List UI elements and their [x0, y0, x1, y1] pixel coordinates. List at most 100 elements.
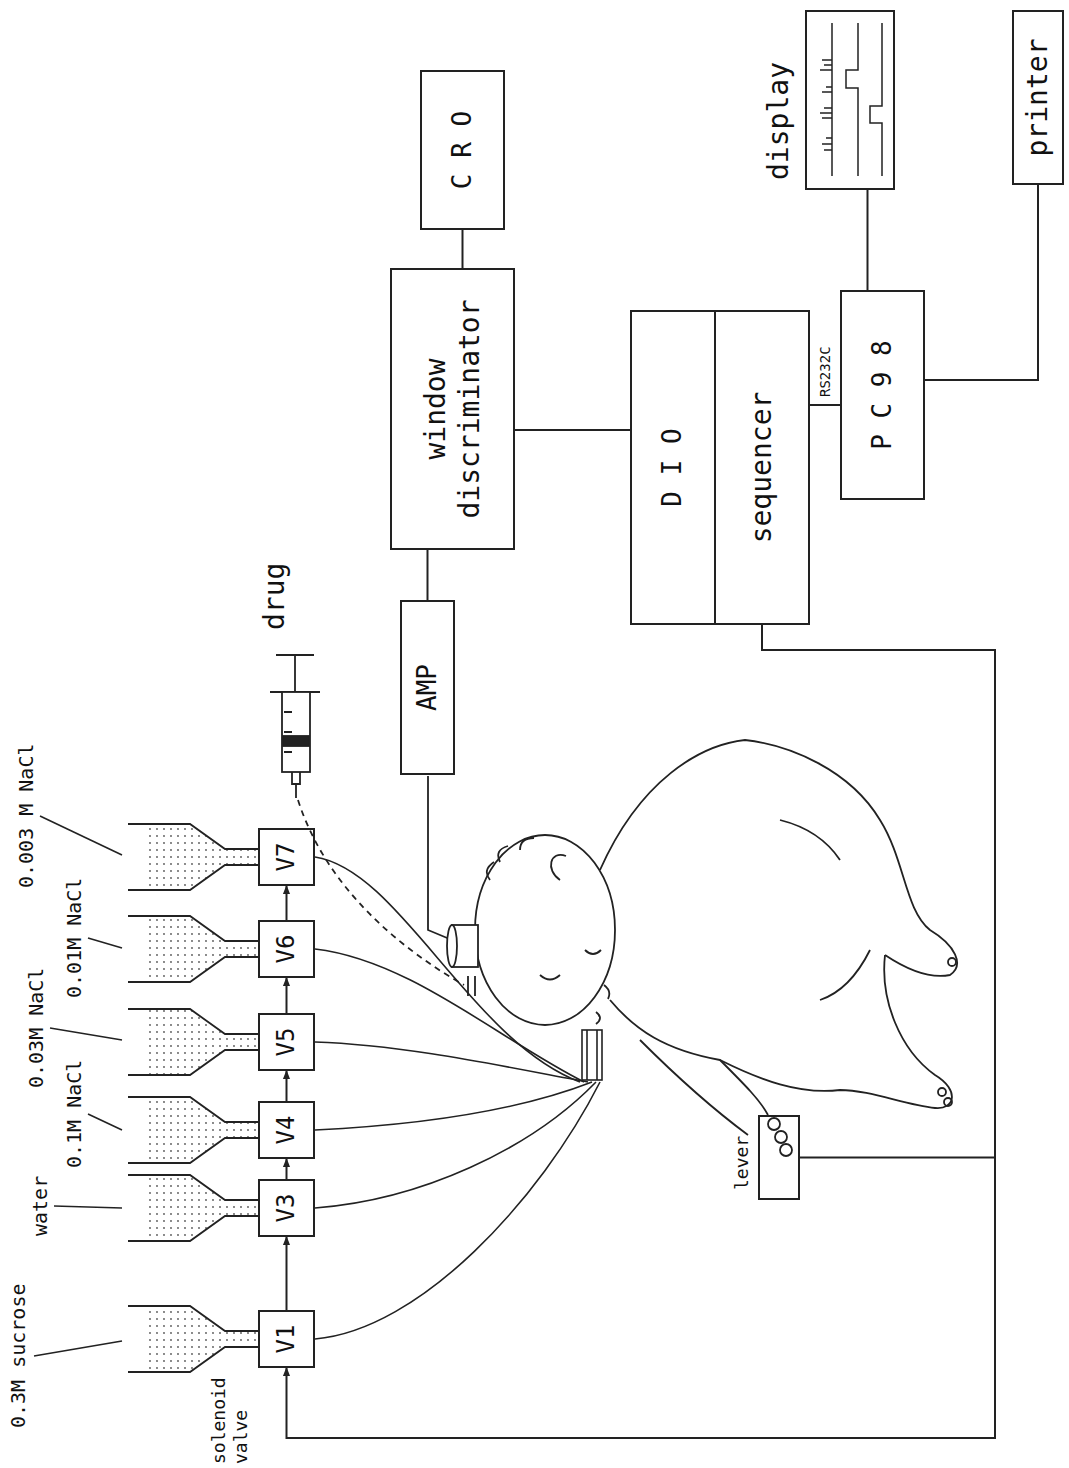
electrode-wire: [428, 776, 452, 940]
signal-wire: [810, 404, 840, 406]
box-heading: display: [762, 62, 796, 180]
bottle: [128, 1097, 258, 1163]
text-label: 0.1M NaCl: [62, 1060, 86, 1168]
control-arrow: [286, 1159, 288, 1179]
needle: [292, 772, 300, 798]
leader-line: [54, 1206, 122, 1208]
tube: [315, 1082, 592, 1130]
nozzle: [582, 1030, 602, 1080]
box-label: P C 9 8: [867, 340, 898, 450]
electrode-cap: [447, 925, 457, 967]
pulse-trace: [870, 23, 882, 176]
box-label: V6: [272, 935, 301, 964]
syringe: [270, 655, 475, 996]
stopper: [283, 736, 309, 746]
finger: [780, 1144, 792, 1156]
dio-box: D I O: [630, 310, 716, 625]
solution: [145, 1009, 258, 1075]
cannula: [468, 976, 475, 996]
tube: [315, 1082, 600, 1339]
signal-wire: [427, 550, 429, 600]
display-box: display: [805, 10, 895, 190]
lever-box: lever: [758, 1115, 800, 1200]
box-label: V7: [272, 843, 301, 872]
box-label: V4: [272, 1116, 301, 1145]
control-arrow: [286, 978, 288, 1013]
toe: [944, 1098, 952, 1106]
nose-mouth: [596, 985, 609, 1024]
box-label: window discriminator: [419, 270, 486, 548]
text-label: 0.3M sucrose: [6, 1284, 30, 1429]
toe: [948, 958, 956, 966]
amplifier-box: AMP: [400, 600, 455, 775]
valve-box: V4: [258, 1101, 315, 1159]
leader-line: [50, 1028, 122, 1040]
leader-line: [88, 1114, 122, 1130]
signal-wire: [867, 190, 869, 290]
signal-wire: [925, 185, 1038, 380]
solution: [145, 1097, 258, 1163]
bottle: [128, 916, 258, 982]
text-label: 0.01M NaCl: [62, 878, 86, 998]
valve-box: V3: [258, 1179, 315, 1237]
scale: [284, 712, 292, 752]
text-label: 0.003 M NaCl: [14, 744, 38, 889]
signal-wire: [762, 625, 995, 1158]
electrode: [428, 776, 478, 967]
spike-trace: [820, 23, 832, 176]
valve-box: V6: [258, 920, 315, 978]
text-label: 0.03M NaCl: [24, 968, 48, 1088]
box-label: printer: [1021, 39, 1055, 157]
leader-line: [88, 938, 122, 948]
signal-wire: [515, 429, 630, 431]
eyes: [540, 950, 601, 980]
text-label: drug: [258, 563, 292, 630]
leader-line: [34, 1341, 122, 1356]
finger: [775, 1131, 787, 1143]
hair: [487, 838, 534, 880]
bottle: [128, 1009, 258, 1075]
leader-line: [40, 816, 122, 855]
solution: [145, 916, 258, 982]
control-arrow: [286, 1071, 288, 1101]
box-heading: lever: [731, 1136, 753, 1190]
finger: [768, 1118, 780, 1130]
printer-box: printer: [1012, 10, 1064, 185]
sequencer-box: sequencer: [714, 310, 810, 625]
barrel: [282, 692, 310, 772]
leg-outline: [720, 955, 952, 1108]
solution: [145, 1306, 258, 1372]
bottle: [128, 1306, 258, 1372]
control-arrow: [287, 625, 996, 1438]
text-label: water: [28, 1176, 52, 1236]
control-arrow: [286, 1237, 288, 1310]
nozzle-bore: [587, 1030, 597, 1080]
valve-box: V1: [258, 1310, 315, 1368]
image-layer: [128, 655, 957, 1372]
solution: [145, 824, 258, 890]
pulse-trace: [846, 23, 858, 176]
valve-box: V7: [258, 828, 315, 886]
box-label: AMP: [412, 664, 443, 711]
computer-box: P C 9 8: [840, 290, 925, 500]
bottle: [128, 824, 258, 890]
oscilloscope-box: C R O: [420, 70, 505, 230]
box-label: V3: [272, 1194, 301, 1223]
bottle: [128, 1175, 258, 1241]
injection-path: [298, 800, 464, 985]
body-folds: [780, 820, 870, 1000]
box-label: sequencer: [745, 392, 779, 544]
valve-box: V5: [258, 1013, 315, 1071]
box-label: D I O: [657, 428, 688, 506]
solution: [145, 1175, 258, 1241]
box-label: V5: [272, 1028, 301, 1057]
reservoirs: [128, 824, 258, 1372]
display-traces: [820, 23, 882, 176]
control-arrow: [286, 886, 288, 920]
tube: [315, 1082, 596, 1208]
signal-wire: [462, 230, 464, 268]
head: [475, 835, 615, 1025]
